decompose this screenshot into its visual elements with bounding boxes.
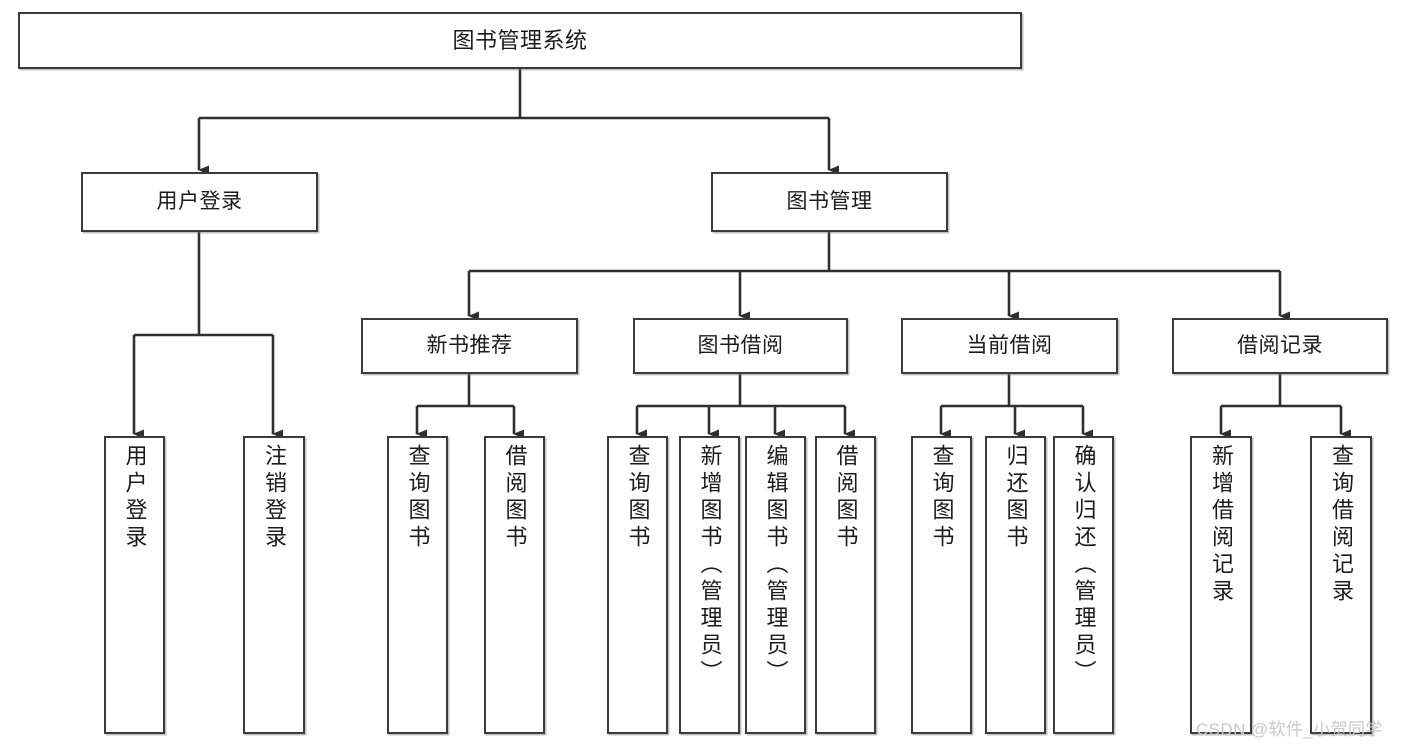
leaf-leaf-query-book-cur[interactable]: 查询图书 xyxy=(911,436,972,734)
node-book-borrow[interactable]: 图书借阅 xyxy=(633,318,848,374)
leaf-leaf-return-book[interactable]: 归还图书 xyxy=(985,436,1046,734)
node-label: 新书推荐 xyxy=(426,333,513,357)
node-label: 查询借阅记录 xyxy=(1329,444,1354,606)
node-user-login[interactable]: 用户登录 xyxy=(81,172,318,232)
node-label: 图书借阅 xyxy=(697,333,784,357)
node-label: 注销登录 xyxy=(262,444,287,552)
node-root-book-management-system[interactable]: 图书管理系统 xyxy=(18,12,1022,69)
node-label: 用户登录 xyxy=(122,444,148,552)
leaf-leaf-borrow-book-brw[interactable]: 借阅图书 xyxy=(815,436,876,734)
node-label: 借阅图书 xyxy=(833,444,859,552)
node-new-book-rec[interactable]: 新书推荐 xyxy=(361,318,578,374)
node-label: 借阅图书 xyxy=(502,444,528,552)
csdn-watermark: CSDN @软件_小贺同学 xyxy=(1196,720,1383,739)
leaf-leaf-user-login[interactable]: 用户登录 xyxy=(104,436,165,734)
leaf-leaf-borrow-book-rec[interactable]: 借阅图书 xyxy=(484,436,545,734)
node-label: 查询图书 xyxy=(405,444,431,552)
node-label: 查询图书 xyxy=(929,444,955,552)
leaf-leaf-add-book[interactable]: 新增图书（管理员） xyxy=(679,436,740,734)
node-label: 借阅记录 xyxy=(1237,333,1323,357)
leaf-leaf-query-book-brw[interactable]: 查询图书 xyxy=(607,436,668,734)
node-label: 新增图书（管理员） xyxy=(697,444,723,687)
leaf-leaf-edit-book[interactable]: 编辑图书（管理员） xyxy=(745,436,806,734)
node-label: 当前借阅 xyxy=(966,333,1053,357)
leaf-leaf-user-logout[interactable]: 注销登录 xyxy=(243,436,305,734)
node-book-manage[interactable]: 图书管理 xyxy=(711,172,948,232)
node-label: 用户登录 xyxy=(156,189,243,213)
leaf-leaf-add-record[interactable]: 新增借阅记录 xyxy=(1190,436,1252,734)
node-borrow-record[interactable]: 借阅记录 xyxy=(1172,318,1388,374)
node-label: 编辑图书（管理员） xyxy=(763,444,789,687)
node-label: 查询图书 xyxy=(625,444,651,552)
node-label: 图书管理系统 xyxy=(452,27,588,53)
leaf-leaf-query-book-rec[interactable]: 查询图书 xyxy=(387,436,448,734)
leaf-leaf-query-record[interactable]: 查询借阅记录 xyxy=(1310,436,1372,734)
node-label: 图书管理 xyxy=(786,189,873,213)
leaf-leaf-confirm-return[interactable]: 确认归还（管理员） xyxy=(1053,436,1114,734)
node-label: 确认归还（管理员） xyxy=(1071,444,1097,687)
node-label: 归还图书 xyxy=(1003,444,1029,552)
node-current-borrow[interactable]: 当前借阅 xyxy=(901,318,1118,374)
node-label: 新增借阅记录 xyxy=(1209,444,1234,606)
